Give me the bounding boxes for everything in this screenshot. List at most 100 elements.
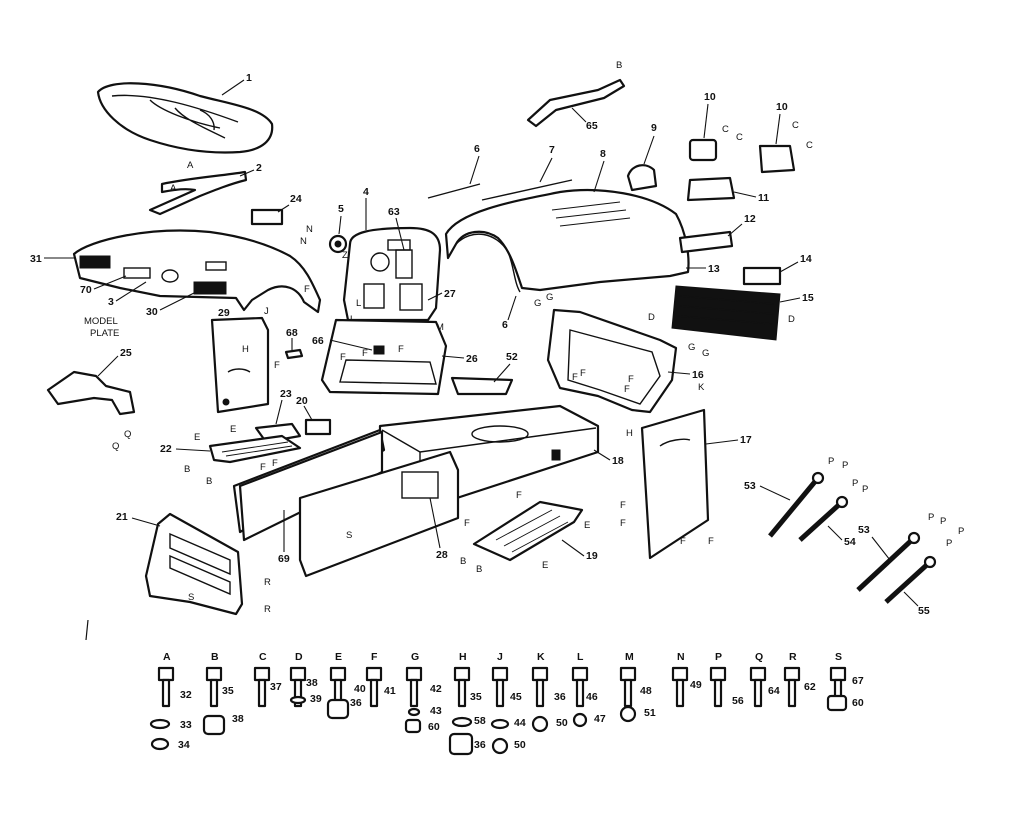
side-rail-left: [232, 428, 386, 542]
hardware-num-34: 34: [178, 739, 190, 751]
svg-text:P: P: [928, 512, 934, 523]
rear-fender: [72, 229, 322, 314]
callout-15: 15: [802, 292, 814, 304]
hardware-num-50: 50: [556, 717, 568, 729]
svg-text:C: C: [736, 132, 743, 143]
callout-53a: 53: [744, 480, 756, 492]
hardware-letter-B: B: [211, 651, 219, 663]
svg-text:E: E: [194, 432, 200, 443]
svg-text:B: B: [184, 464, 190, 475]
callout-55: 55: [918, 605, 930, 617]
hardware-num-35: 35: [470, 691, 482, 703]
hardware-num-50: 50: [514, 739, 526, 751]
svg-text:A: A: [170, 183, 177, 194]
svg-text:E: E: [542, 560, 548, 571]
hardware-part-3: [289, 695, 307, 705]
hardware-num-36: 36: [350, 697, 362, 709]
callout-8: 8: [600, 148, 606, 160]
hardware-part-5: [407, 707, 421, 717]
hardware-num-37: 37: [270, 681, 282, 693]
bolt-R-icon: [783, 666, 801, 682]
svg-text:B: B: [460, 556, 466, 567]
clip-68: [284, 348, 304, 360]
svg-text:B: B: [206, 476, 212, 487]
bolt-G-icon: [405, 666, 423, 682]
hardware-part-2: [202, 714, 226, 736]
hardware-part-1: [150, 737, 170, 751]
hood-bracket: [526, 78, 626, 128]
svg-text:E: E: [584, 520, 590, 531]
callout-5: 5: [338, 203, 344, 215]
callout-10a: 10: [704, 91, 716, 103]
svg-text:C: C: [792, 120, 799, 131]
hardware-num-33: 33: [180, 719, 192, 731]
hardware-letter-E: E: [335, 651, 342, 663]
hardware-letter-L: L: [577, 651, 584, 663]
dash-console: [342, 226, 442, 322]
hardware-num-60: 60: [428, 721, 440, 733]
svg-text:P: P: [852, 478, 858, 489]
hardware-num-38: 38: [232, 713, 244, 725]
svg-text:P: P: [940, 516, 946, 527]
callout-25: 25: [120, 347, 132, 359]
hardware-num-40: 40: [354, 683, 366, 695]
hardware-letter-S: S: [835, 651, 842, 663]
svg-text:Z: Z: [342, 250, 348, 261]
callout-19: 19: [586, 550, 598, 562]
hardware-num-48: 48: [640, 685, 652, 697]
decal-6: [427, 183, 481, 199]
callout-9: 9: [651, 122, 657, 134]
bolt-K-icon: [531, 666, 549, 682]
footrest-22: [208, 434, 302, 464]
hardware-num-51: 51: [644, 707, 656, 719]
bolt-N-icon: [671, 666, 689, 682]
svg-text:N: N: [300, 236, 307, 247]
dash-mount: [320, 318, 448, 396]
svg-text:F: F: [340, 352, 346, 363]
hardware-num-64: 64: [768, 685, 780, 697]
svg-text:H: H: [626, 428, 633, 439]
callout-26: 26: [466, 353, 478, 365]
bracket-52: [450, 376, 514, 396]
seat: [96, 82, 274, 154]
hardware-num-60: 60: [852, 697, 864, 709]
callout-52: 52: [506, 351, 518, 363]
callout-66: 66: [312, 335, 324, 347]
callout-16: 16: [692, 369, 704, 381]
svg-text:F: F: [464, 518, 470, 529]
svg-text:L: L: [356, 298, 361, 309]
hardware-num-47: 47: [594, 713, 606, 725]
hardware-part-9: [490, 718, 510, 730]
hardware-part-0: [149, 718, 171, 730]
svg-text:S: S: [346, 530, 352, 541]
panel-17: [640, 408, 710, 560]
svg-text:D: D: [648, 312, 655, 323]
hardware-num-49: 49: [690, 679, 702, 691]
callout-10b: 10: [776, 101, 788, 113]
hardware-letter-D: D: [295, 651, 303, 663]
callout-29: 29: [218, 307, 230, 319]
callout-1: 1: [246, 72, 252, 84]
hardware-letter-Q: Q: [755, 651, 763, 663]
callout-3: 3: [108, 296, 114, 308]
bolt-M-icon: [619, 666, 637, 682]
callout-31: 31: [30, 253, 42, 265]
svg-text:C: C: [722, 124, 729, 135]
bracket-25: [46, 370, 136, 416]
svg-text:G: G: [702, 348, 709, 359]
svg-text:S: S: [188, 592, 194, 603]
bolt-E-icon: [329, 666, 347, 682]
decal-7: [481, 179, 573, 201]
callout-28: 28: [436, 549, 448, 561]
svg-text:B: B: [616, 60, 622, 71]
hardware-num-44: 44: [514, 717, 526, 729]
callout-13: 13: [708, 263, 720, 275]
svg-text:H: H: [242, 344, 249, 355]
callout-30: 30: [146, 306, 158, 318]
bolt-J-icon: [491, 666, 509, 682]
svg-text:F: F: [362, 348, 368, 359]
side-rail-right: [298, 450, 460, 578]
hardware-letter-C: C: [259, 651, 267, 663]
svg-text:D: D: [788, 314, 795, 325]
svg-text:F: F: [580, 368, 586, 379]
